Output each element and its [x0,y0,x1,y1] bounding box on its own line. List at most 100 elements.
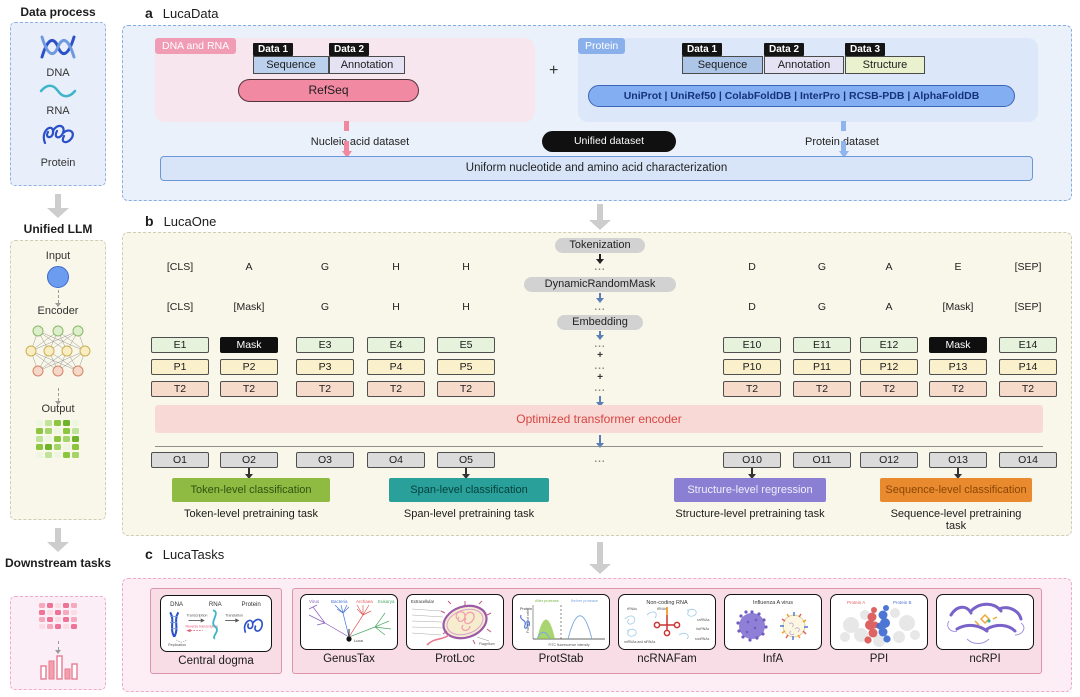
arrow-grid-to-bars [54,641,61,654]
downstream-grid-icon [39,603,77,629]
position-cell: P4 [367,359,425,375]
sequence-level-head: Sequence-level classification [880,478,1032,502]
arrow-data-to-llm [47,194,69,218]
arrow-mask [596,293,603,303]
output-cell: O2 [220,452,278,468]
arrow-encoder-output [54,388,61,405]
token: H [462,301,470,313]
protstab-illustration: After protease Before protease Protein F… [520,599,605,647]
type-cell: T2 [860,381,918,397]
panel-c-title: LucaTasks [162,547,225,562]
embedding-cell: E14 [999,337,1057,353]
svg-text:Protein B: Protein B [893,600,912,605]
data2-tag: Data 2 [329,43,370,56]
arrow-llm-to-downstream [47,528,69,552]
protein-data2-tag: Data 2 [764,43,805,56]
ellipsis: ... [594,454,606,465]
card-label: GenusTax [323,653,375,665]
card-label: ProtStab [538,653,584,665]
svg-text:Luca: Luca [354,638,363,643]
token: [CLS] [166,301,194,313]
token: [Mask] [233,301,265,313]
embedding-cell: E1 [151,337,209,353]
llm-output-label: Output [41,403,75,415]
token: H [462,261,470,273]
svg-text:Protein: Protein [241,601,260,608]
protloc-illustration: Extracellular [411,599,495,646]
panel-c-header: c LucaTasks [145,546,224,562]
position-cell: P1 [151,359,209,375]
output-cell: O10 [723,452,781,468]
svg-text:Influenza A virus: Influenza A virus [753,600,793,606]
protstab-card: After protease Before protease Protein F… [512,594,610,650]
arrow-encoder-out [596,435,603,448]
svg-text:miRNAs and siRNAs: miRNAs and siRNAs [624,640,656,644]
token: [SEP] [1014,301,1042,313]
svg-text:Before protease: Before protease [571,599,598,603]
token: G [320,261,330,273]
sidebar-item-dna: DNA [46,67,70,79]
token: D [748,261,756,273]
rna-icon [39,84,77,98]
protein-data1-tag: Data 1 [682,43,723,56]
type-cell: T2 [723,381,781,397]
svg-text:Virus: Virus [309,599,320,604]
token: G [320,301,330,313]
nucleic-dataset-label: Nucleic acid dataset [310,136,410,148]
embedding-cell: E12 [860,337,918,353]
ellipsis: ... [594,339,606,350]
infa-card: Influenza A virus [724,594,822,650]
llm-encoder-label: Encoder [37,305,79,317]
plus-sign: + [549,62,559,79]
protloc-card: Extracellular [406,594,504,650]
ppi-illustration: Protein A Protein B [840,600,920,647]
sidebar-item-protein: Protein [40,157,76,169]
sidebar-title-downstream: Downstream tasks [4,556,112,570]
token: [Mask] [942,301,974,313]
arrow-b-to-c [589,542,611,574]
svg-text:After protease: After protease [535,599,559,603]
dynamic-random-mask-pill: DynamicRandomMask [524,277,676,292]
protein-icon [42,124,74,145]
svg-text:RNA: RNA [209,601,223,608]
svg-text:Extracellular: Extracellular [411,599,435,604]
protein-dataset-arrow [838,121,849,158]
token: [SEP] [1014,261,1042,273]
card-label: InfA [762,653,784,665]
token: G [817,301,827,313]
panel-a-key: a [145,5,153,21]
svg-text:tRNAs: tRNAs [657,607,667,611]
position-cell: P5 [437,359,495,375]
type-cell: T2 [929,381,987,397]
embedding-cell: E3 [296,337,354,353]
arrow-o13-head [954,468,961,479]
token: A [885,261,893,273]
svg-text:Archaea: Archaea [356,599,373,604]
output-cell: O13 [929,452,987,468]
arrow-embedding [596,331,603,340]
tasks-row: Virus Bacteria Archaea Eukarya [292,588,1042,674]
position-cell: P13 [929,359,987,375]
token: H [392,261,400,273]
neural-network-icon [25,325,91,377]
sidebar-downstream-box [10,596,106,690]
ncrpi-card [936,594,1034,650]
output-grid-icon [36,420,79,458]
dna-sequence-box: Sequence [253,56,329,74]
ellipsis: ... [594,302,606,313]
panel-c-key: c [145,546,153,562]
token: G [817,261,827,273]
token-task-label: Token-level pretraining task [184,508,318,520]
sidebar-title-unified-llm: Unified LLM [23,222,93,236]
output-cell: O11 [793,452,851,468]
embedding-cell: E4 [367,337,425,353]
ncrpi-illustration [947,602,1025,644]
svg-text:Flagellum: Flagellum [479,642,495,646]
uniform-characterization-bar: Uniform nucleotide and amino acid charac… [160,156,1033,181]
arrow-input-encoder [54,290,61,307]
bar-chart-icon [40,655,78,680]
type-cell: T2 [220,381,278,397]
type-cell: T2 [437,381,495,397]
